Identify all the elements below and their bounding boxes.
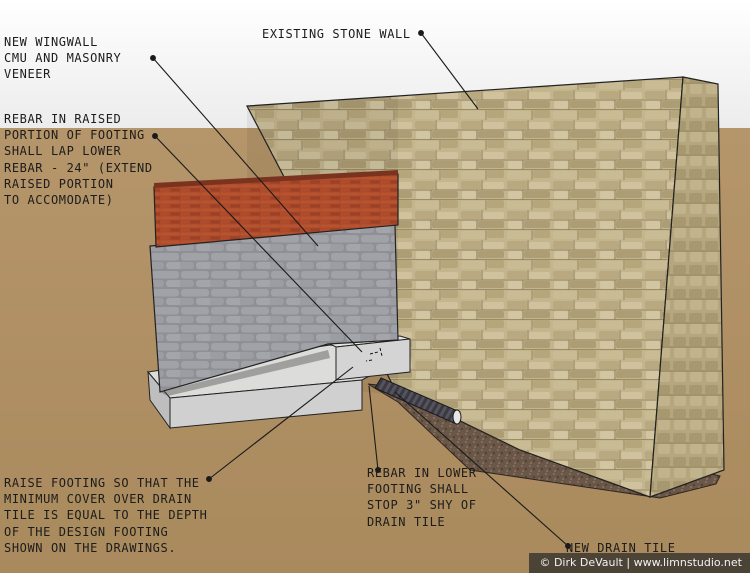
leader-drain-tile xyxy=(394,391,569,547)
label-rebar-raised-footing: Rebar in raised portion of footing shall… xyxy=(4,112,153,208)
leader-dot xyxy=(206,476,212,482)
brick-cap xyxy=(154,170,398,188)
drain-tile-end xyxy=(452,409,462,425)
cmu-shadow xyxy=(160,350,330,396)
raised-footing-front xyxy=(335,338,411,381)
rebar-marks xyxy=(365,347,383,362)
label-rebar-lower-footing: Rebar in lower footing shall stop 3" shy… xyxy=(367,466,477,529)
leader-dot xyxy=(565,543,571,549)
credit-line: © Dirk DeVault | www.limnstudio.net xyxy=(529,553,750,573)
leader-dot xyxy=(152,133,158,139)
stone-wall-end xyxy=(649,76,725,498)
leader-dot xyxy=(150,55,156,61)
label-raise-footing: Raise footing so that the minimum cover … xyxy=(4,476,208,555)
leader-stone-wall xyxy=(420,32,479,110)
drain-tile xyxy=(374,377,461,424)
leader-dot xyxy=(418,30,424,36)
leader-wingwall xyxy=(152,57,319,247)
leader-raise-footing xyxy=(208,366,354,480)
leader-dot xyxy=(375,467,381,473)
label-existing-stone-wall: Existing stone wall xyxy=(262,27,411,41)
leader-rebar-raised xyxy=(154,135,363,353)
label-new-wingwall: New wingwall CMU and masonry veneer xyxy=(4,35,122,82)
label-new-drain-tile: New drain tile xyxy=(566,541,676,555)
leader-rebar-lower xyxy=(368,385,379,471)
